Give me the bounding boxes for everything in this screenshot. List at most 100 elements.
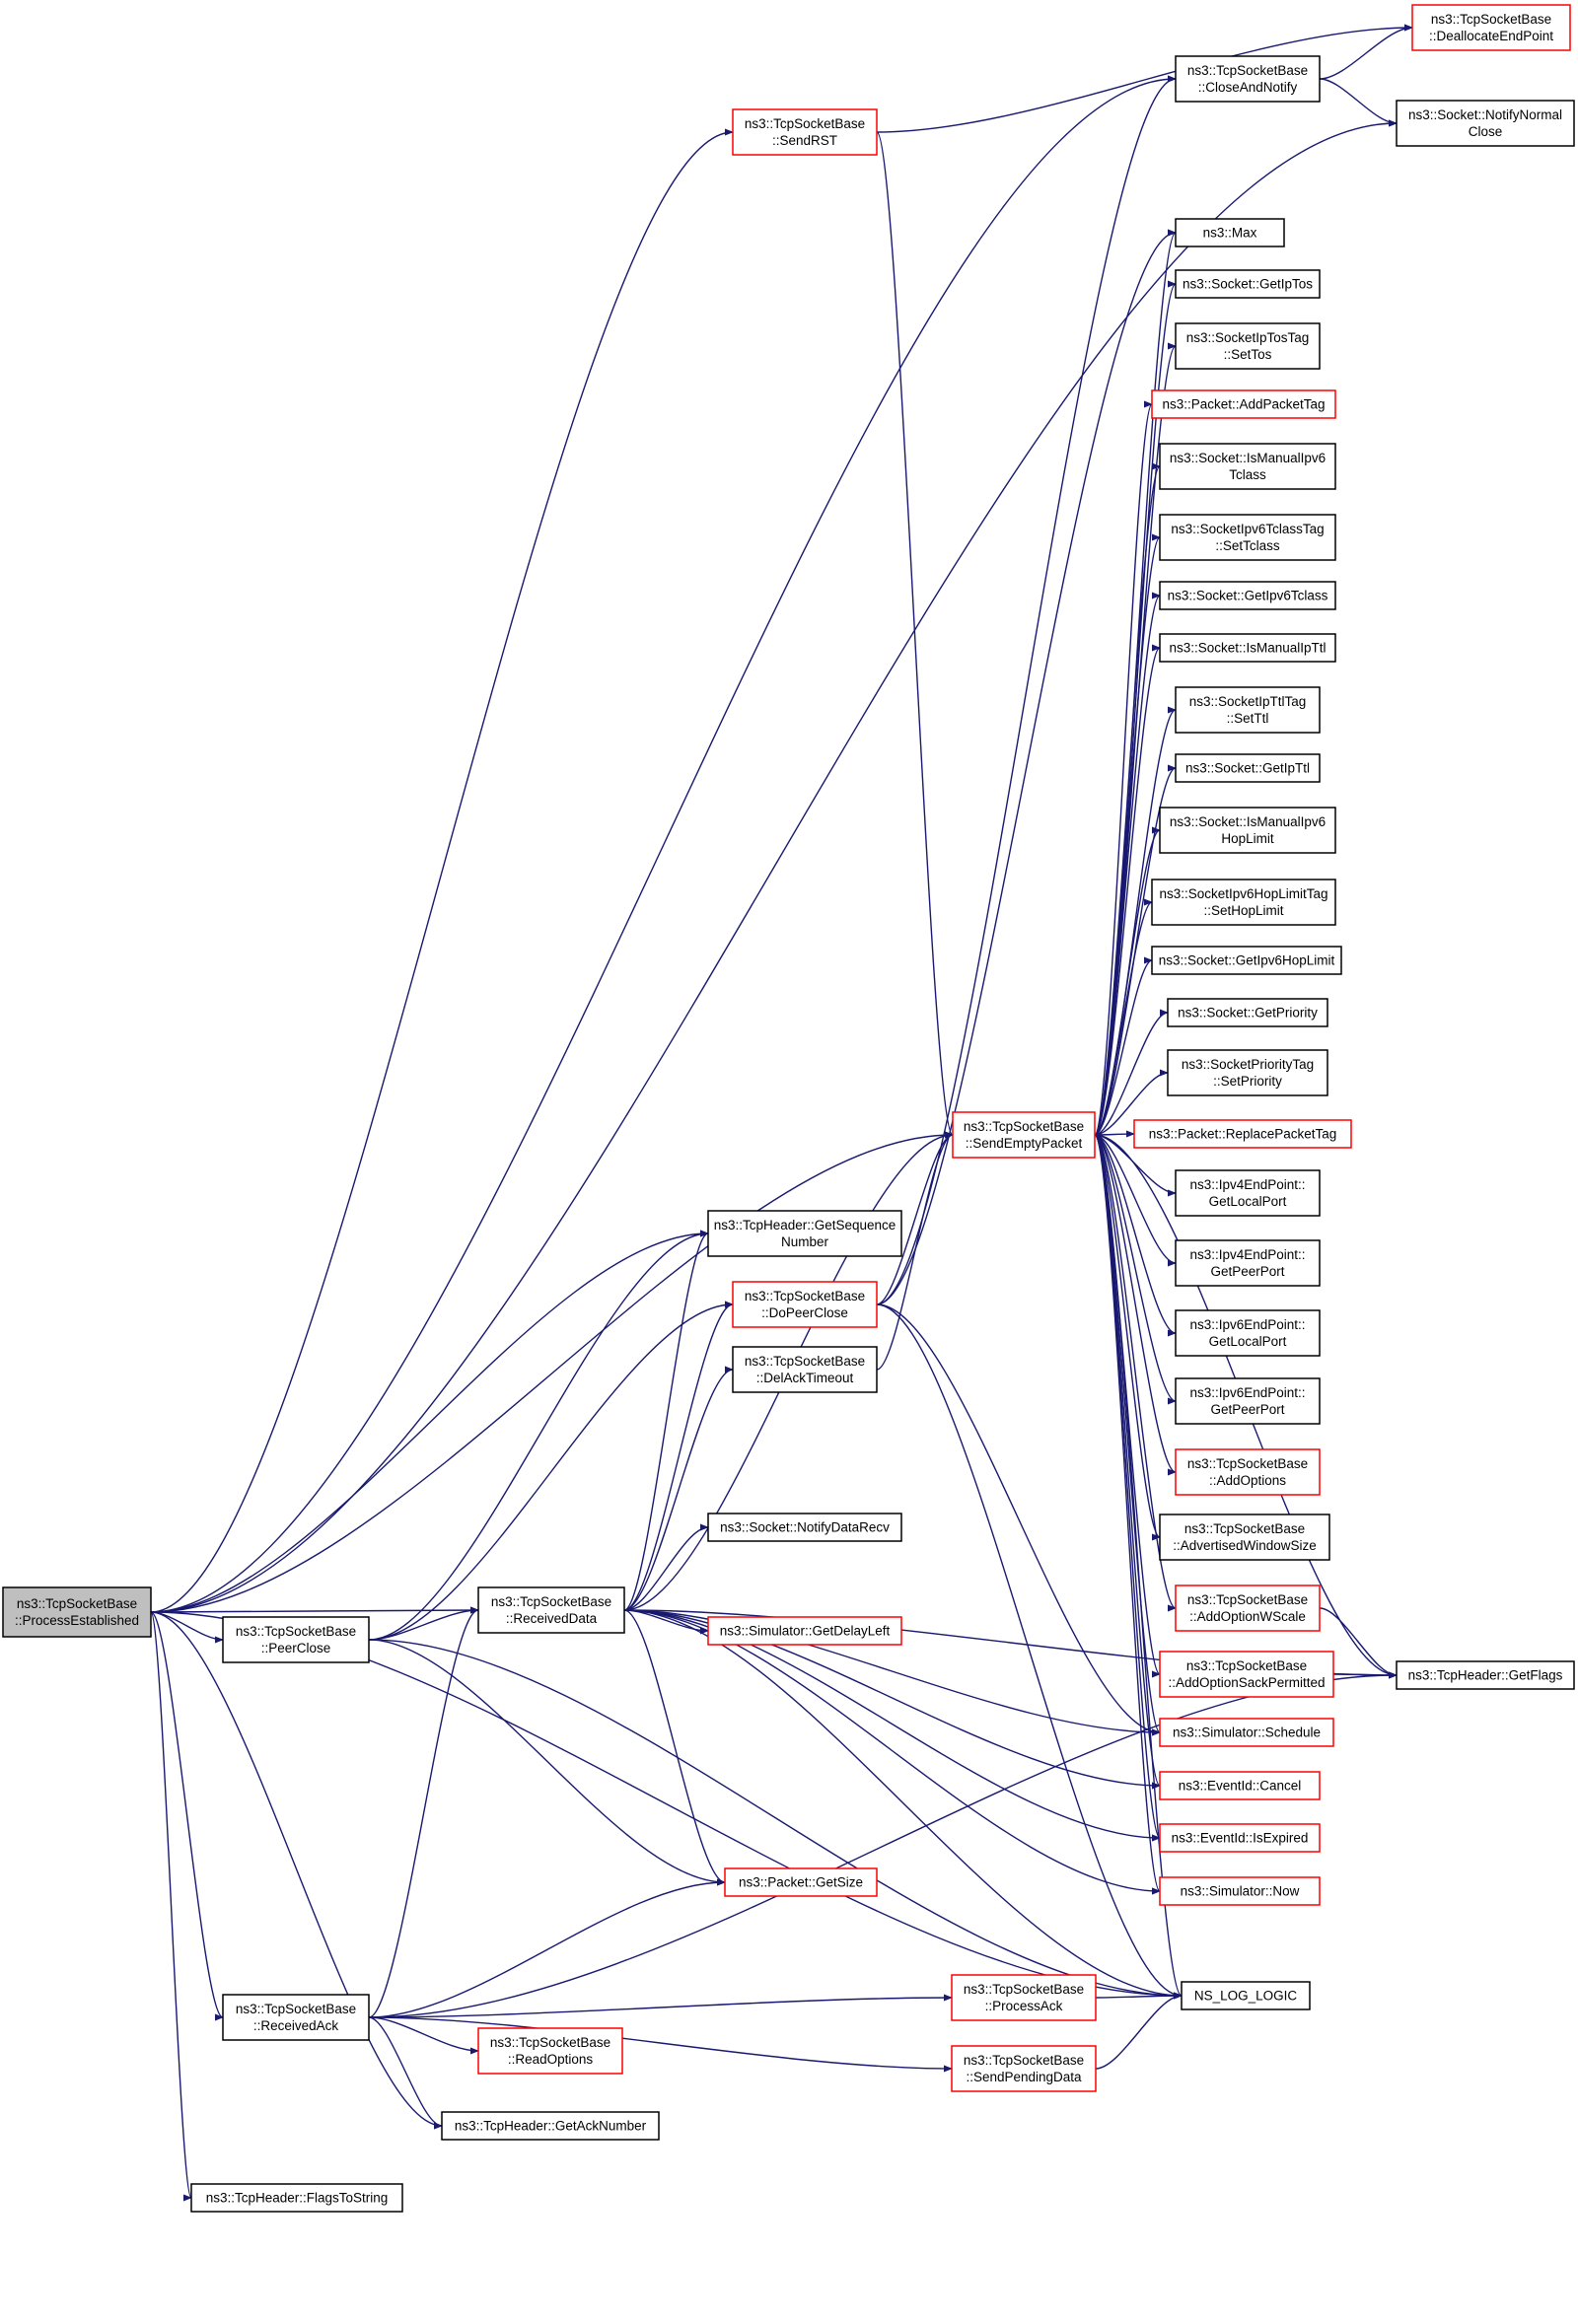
node-box: [1175, 269, 1321, 299]
node-label: ns3::SocketIpv6TclassTag: [1171, 522, 1324, 536]
node-addSackPerm[interactable]: ns3::TcpSocketBase::AddOptionSackPermitt…: [1159, 1651, 1334, 1698]
node-getIpTos[interactable]: ns3::Socket::GetIpTos: [1175, 269, 1321, 299]
node-dealloc[interactable]: ns3::TcpSocketBase::DeallocateEndPoint: [1411, 4, 1571, 51]
edge-closeNotify-to-dealloc: [1319, 24, 1413, 80]
node-label: ns3::Ipv4EndPoint::: [1189, 1247, 1305, 1262]
node-label: ns3::TcpSocketBase: [17, 1596, 137, 1611]
node-doPeerClose[interactable]: ns3::TcpSocketBase::DoPeerClose: [732, 1281, 878, 1328]
node-box: [1159, 1718, 1334, 1747]
node-label: ::AdvertisedWindowSize: [1173, 1538, 1317, 1553]
node-box: [1175, 1448, 1321, 1496]
node-getPriority[interactable]: ns3::Socket::GetPriority: [1167, 998, 1328, 1027]
node-box: [707, 1616, 902, 1646]
node-notifyDataRecv[interactable]: ns3::Socket::NotifyDataRecv: [707, 1513, 902, 1542]
node-ipv6Local[interactable]: ns3::Ipv6EndPoint::GetLocalPort: [1175, 1309, 1321, 1357]
node-receivedData[interactable]: ns3::TcpSocketBase::ReceivedData: [477, 1586, 625, 1634]
edge-receivedData-to-delAck: [623, 1366, 734, 1611]
node-box: [222, 1616, 370, 1663]
node-delAck[interactable]: ns3::TcpSocketBase::DelAckTimeout: [732, 1346, 878, 1393]
node-label: ns3::TcpSocketBase: [236, 1624, 356, 1639]
node-label: ::SetPriority: [1213, 1074, 1282, 1089]
node-ipv4Peer[interactable]: ns3::Ipv4EndPoint::GetPeerPort: [1175, 1239, 1321, 1287]
node-processAck[interactable]: ns3::TcpSocketBase::ProcessAck: [951, 1974, 1097, 2021]
edge-sendEmpty-to-addSackPerm: [1094, 1134, 1161, 1678]
edge-pe-to-receivedData: [150, 1606, 479, 1614]
node-getDelayLeft[interactable]: ns3::Simulator::GetDelayLeft: [707, 1616, 902, 1646]
node-setTos[interactable]: ns3::SocketIpTosTag::SetTos: [1175, 322, 1321, 370]
edge-sendEmpty-to-getPriority: [1094, 1009, 1169, 1136]
node-now[interactable]: ns3::Simulator::Now: [1159, 1876, 1321, 1906]
node-receivedAck[interactable]: ns3::TcpSocketBase::ReceivedAck: [222, 1994, 370, 2041]
node-setHopLimit[interactable]: ns3::SocketIpv6HopLimitTag::SetHopLimit: [1151, 879, 1336, 926]
node-getIpv6Tclass[interactable]: ns3::Socket::GetIpv6Tclass: [1159, 581, 1336, 610]
edge-receivedData-to-isExpired: [623, 1609, 1161, 1842]
node-replacePacketTag[interactable]: ns3::Packet::ReplacePacketTag: [1133, 1119, 1352, 1149]
node-label: ::SetHopLimit: [1203, 903, 1283, 918]
edge-sendEmpty-to-getIpv6HopLimit: [1094, 956, 1153, 1136]
edge-sendEmpty-to-advWin: [1094, 1134, 1161, 1541]
node-label: ::DoPeerClose: [761, 1305, 848, 1320]
node-addPacketTag[interactable]: ns3::Packet::AddPacketTag: [1151, 389, 1336, 419]
node-addOptions[interactable]: ns3::TcpSocketBase::AddOptions: [1175, 1448, 1321, 1496]
node-label: Tclass: [1229, 467, 1266, 482]
node-isManualIpTtl[interactable]: ns3::Socket::IsManualIpTtl: [1159, 633, 1336, 663]
node-box: [1151, 946, 1342, 975]
node-box: [952, 1111, 1096, 1159]
node-box: [1411, 4, 1571, 51]
node-box: [1159, 443, 1336, 490]
node-ipv4Local[interactable]: ns3::Ipv4EndPoint::GetLocalPort: [1175, 1169, 1321, 1217]
node-getIpTtl[interactable]: ns3::Socket::GetIpTtl: [1175, 753, 1321, 783]
node-label: GetLocalPort: [1209, 1194, 1287, 1209]
node-sendEmpty[interactable]: ns3::TcpSocketBase::SendEmptyPacket: [952, 1111, 1096, 1159]
node-ipv6Peer[interactable]: ns3::Ipv6EndPoint::GetPeerPort: [1175, 1377, 1321, 1425]
node-getAck[interactable]: ns3::TcpHeader::GetAckNumber: [441, 2111, 660, 2141]
node-label: ns3::Socket::NotifyDataRecv: [720, 1520, 890, 1535]
node-label: ns3::Socket::GetIpv6HopLimit: [1159, 953, 1335, 968]
node-sendPending[interactable]: ns3::TcpSocketBase::SendPendingData: [951, 2045, 1097, 2092]
node-max[interactable]: ns3::Max: [1175, 218, 1285, 247]
node-box: [1175, 218, 1285, 247]
node-label: ns3::Ipv6EndPoint::: [1189, 1385, 1305, 1400]
node-setPriority[interactable]: ns3::SocketPriorityTag::SetPriority: [1167, 1049, 1328, 1096]
function-nodes: ns3::TcpSocketBase::ProcessEstablishedns…: [2, 4, 1575, 2213]
node-setTtl[interactable]: ns3::SocketIpTtlTag::SetTtl: [1175, 686, 1321, 734]
edge-sendPending-to-nsLog: [1095, 1992, 1183, 2070]
edge-peerClose-to-nsLog: [368, 1639, 1183, 2000]
node-label: ::ProcessAck: [985, 1999, 1063, 2013]
node-setTclass[interactable]: ns3::SocketIpv6TclassTag::SetTclass: [1159, 514, 1336, 561]
node-getFlags[interactable]: ns3::TcpHeader::GetFlags: [1396, 1660, 1575, 1690]
node-label: HopLimit: [1221, 831, 1274, 846]
node-label: ::ReadOptions: [508, 2052, 594, 2067]
node-peerClose[interactable]: ns3::TcpSocketBase::PeerClose: [222, 1616, 370, 1663]
node-flagsToString[interactable]: ns3::TcpHeader::FlagsToString: [190, 2183, 403, 2213]
node-closeNotify[interactable]: ns3::TcpSocketBase::CloseAndNotify: [1175, 55, 1321, 103]
edge-receivedData-to-notifyDataRecv: [623, 1523, 709, 1611]
node-addWScale[interactable]: ns3::TcpSocketBase::AddOptionWScale: [1175, 1585, 1321, 1632]
node-getIpv6HopLimit[interactable]: ns3::Socket::GetIpv6HopLimit: [1151, 946, 1342, 975]
edge-doPeerClose-to-nsLog: [876, 1303, 1183, 2000]
node-nsLog[interactable]: NS_LOG_LOGIC: [1181, 1981, 1311, 2010]
node-label: ns3::Simulator::GetDelayLeft: [720, 1624, 891, 1639]
node-box: [1175, 1239, 1321, 1287]
node-getSize[interactable]: ns3::Packet::GetSize: [724, 1867, 878, 1897]
edge-sendEmpty-to-setTclass: [1094, 533, 1161, 1136]
node-label: GetLocalPort: [1209, 1334, 1287, 1349]
node-schedule[interactable]: ns3::Simulator::Schedule: [1159, 1718, 1334, 1747]
node-sendRST[interactable]: ns3::TcpSocketBase::SendRST: [732, 108, 878, 156]
node-box: [1159, 581, 1336, 610]
node-label: ns3::Ipv6EndPoint::: [1189, 1317, 1305, 1332]
node-advWin[interactable]: ns3::TcpSocketBase::AdvertisedWindowSize: [1159, 1514, 1330, 1561]
edge-sendEmpty-to-now: [1094, 1134, 1161, 1895]
edge-receivedData-to-nsLog: [623, 1609, 1183, 2000]
node-readOptions[interactable]: ns3::TcpSocketBase::ReadOptions: [477, 2027, 623, 2075]
node-label: ::SetTos: [1224, 347, 1272, 362]
node-isExpired[interactable]: ns3::EventId::IsExpired: [1159, 1823, 1321, 1853]
node-box: [441, 2111, 660, 2141]
edge-sendRST-to-sendEmpty: [876, 131, 954, 1139]
node-box: [951, 1974, 1097, 2021]
node-cancel[interactable]: ns3::EventId::Cancel: [1159, 1771, 1321, 1800]
